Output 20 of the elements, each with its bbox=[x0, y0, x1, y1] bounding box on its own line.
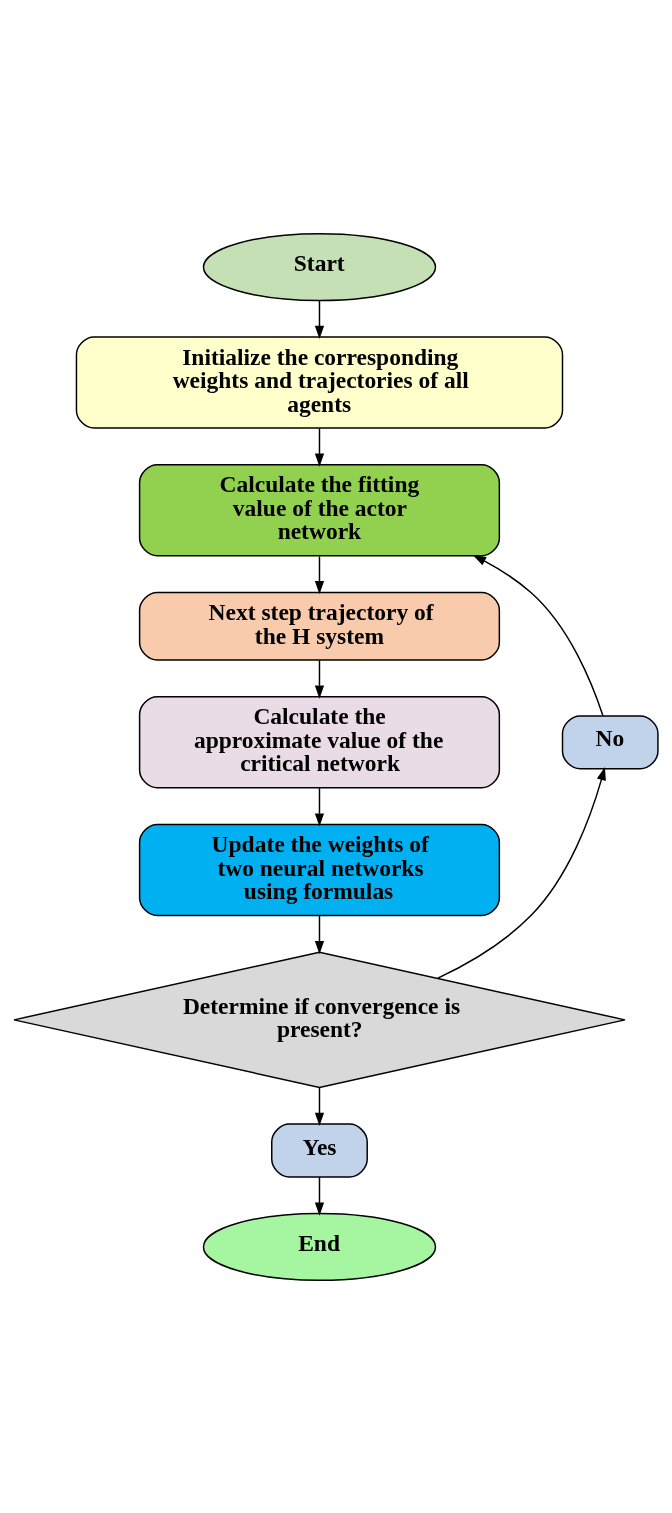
node-box: Yes bbox=[271, 1122, 368, 1178]
arrow bbox=[437, 766, 606, 979]
arrow bbox=[314, 1086, 325, 1126]
node-box: Calculate the approximate value of the critical network bbox=[138, 695, 501, 789]
arrow bbox=[472, 554, 604, 717]
arrow bbox=[314, 1175, 325, 1216]
node-box: Update the weights of two neural networks using formulas bbox=[138, 823, 501, 916]
arrow bbox=[314, 427, 325, 467]
arrow bbox=[314, 555, 325, 594]
node-box: No bbox=[561, 714, 659, 769]
node-box: Initialize the corresponding weights and trajectories of all agents bbox=[75, 335, 564, 429]
node-box: Calculate the fitting value of the actor network bbox=[138, 463, 501, 557]
node-ellipse: End bbox=[202, 1212, 437, 1281]
arrow bbox=[314, 659, 325, 699]
node-diamond: Determine if convergence is present? bbox=[13, 951, 626, 1088]
node-box: Next step trajectory of the H system bbox=[138, 591, 501, 661]
arrow bbox=[314, 299, 325, 339]
arrow bbox=[314, 786, 325, 827]
node-ellipse: Start bbox=[202, 232, 437, 301]
arrow bbox=[314, 914, 325, 954]
